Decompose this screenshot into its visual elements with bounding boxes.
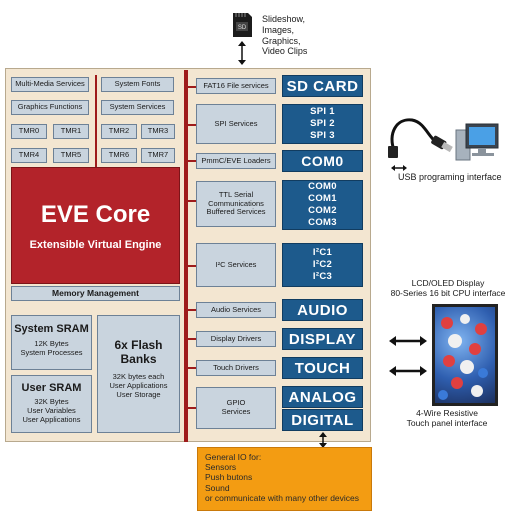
svg-text:SD: SD bbox=[238, 25, 247, 31]
timer-tmr3: TMR3 bbox=[141, 124, 175, 139]
bus-line bbox=[188, 338, 196, 340]
usb-caption: USB programing interface bbox=[398, 172, 502, 182]
system-services: System Services bbox=[101, 100, 174, 115]
bus-line bbox=[188, 367, 196, 369]
bus-line bbox=[184, 70, 188, 442]
fat16-services: FAT16 File services bbox=[196, 78, 276, 94]
bus-line bbox=[188, 160, 196, 162]
sd-card-port: SD CARD bbox=[282, 75, 363, 97]
lcd-display-image bbox=[432, 304, 498, 406]
audio-services: Audio Services bbox=[196, 302, 276, 318]
bus-line bbox=[188, 200, 196, 202]
bus-line bbox=[95, 75, 97, 167]
bus-line bbox=[188, 407, 196, 409]
bus-line bbox=[188, 265, 196, 267]
multimedia-services: Multi-Media Services bbox=[11, 77, 89, 92]
eve-core-subtitle: Extensible Virtual Engine bbox=[29, 238, 162, 251]
gpio-arrow bbox=[317, 432, 329, 448]
eve-core: EVE Core Extensible Virtual Engine bbox=[11, 167, 180, 284]
display-drivers: Display Drivers bbox=[196, 331, 276, 347]
system-sram: System SRAM 12K Bytes System Processes bbox=[11, 315, 92, 370]
graphics-functions: Graphics Functions bbox=[11, 100, 89, 115]
general-io-box: General IO for: Sensors Push butons Soun… bbox=[197, 447, 372, 511]
sd-card-caption: Slideshow,Images, Graphics,Video Clips bbox=[262, 14, 308, 57]
digital-port: DIGITAL bbox=[282, 409, 363, 431]
display-arrow bbox=[388, 334, 428, 348]
timer-tmr5: TMR5 bbox=[53, 148, 89, 163]
user-sram: User SRAM 32K Bytes User Variables User … bbox=[11, 375, 92, 433]
memory-management: Memory Management bbox=[11, 286, 180, 301]
bus-line bbox=[188, 124, 196, 126]
timer-tmr0: TMR0 bbox=[11, 124, 47, 139]
timer-tmr2: TMR2 bbox=[101, 124, 137, 139]
audio-port: AUDIO bbox=[282, 299, 363, 321]
bus-line bbox=[188, 309, 196, 311]
analog-port: ANALOG bbox=[282, 386, 363, 408]
touch-arrow bbox=[388, 364, 428, 378]
computer-icon bbox=[454, 122, 502, 162]
usb-arrow bbox=[390, 160, 408, 171]
touch-port: TOUCH bbox=[282, 357, 363, 379]
pmmc-eve-loaders: PmmC/EVE Loaders bbox=[196, 153, 276, 169]
usb-cable-icon bbox=[386, 112, 456, 160]
bus-line bbox=[188, 86, 196, 88]
microsd-card-icon: SD bbox=[230, 12, 254, 38]
com0-port: COM0 bbox=[282, 150, 363, 172]
display-port: DISPLAY bbox=[282, 328, 363, 350]
system-fonts: System Fonts bbox=[101, 77, 174, 92]
sd-card-arrow bbox=[236, 40, 248, 66]
eve-core-title: EVE Core bbox=[40, 200, 151, 228]
timer-tmr1: TMR1 bbox=[53, 124, 89, 139]
timer-tmr4: TMR4 bbox=[11, 148, 47, 163]
timer-tmr7: TMR7 bbox=[141, 148, 175, 163]
touch-drivers: Touch Drivers bbox=[196, 360, 276, 376]
i2c-services: I²C Services bbox=[196, 243, 276, 287]
flash-banks: 6x Flash Banks 32K bytes each User Appli… bbox=[97, 315, 180, 433]
spi-services: SPI Services bbox=[196, 104, 276, 144]
timer-tmr6: TMR6 bbox=[101, 148, 137, 163]
